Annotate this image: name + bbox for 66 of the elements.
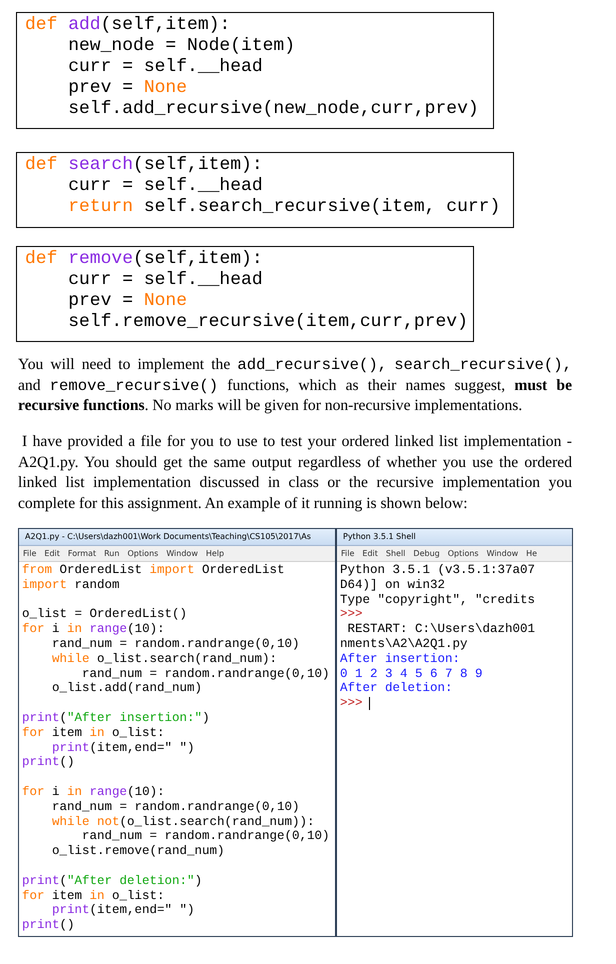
menu-item: Window [486, 548, 518, 560]
code-line: nments\A2\A2Q1.py [340, 636, 468, 652]
code-line: for i in range(10): [22, 784, 165, 800]
code-line: rand_num = random.randrange(0,10) [52, 800, 300, 815]
code-line: print() [22, 918, 75, 933]
code-line: print() [22, 755, 75, 770]
code-line: Type "copyright", "credits [340, 592, 536, 608]
menu-item: Shell [386, 548, 406, 560]
code-line: for i in range(10): [22, 622, 165, 637]
code-line: while not(o_list.search(rand_num)): [52, 814, 315, 830]
paragraph: I have provided a file for you to use to test your ordered linked list implementation - A2Q1.py. You should get the same output regardless of whether you use the ordered linked list implementation discussed in class or the recursive implementation you complete for this assignment. An example of it running is shown below: [18, 432, 572, 514]
code-line: print(item,end=" ") [52, 740, 195, 756]
code-line: curr = self.__head [68, 57, 263, 78]
menu-item: Window [166, 548, 198, 560]
code-line: prev = None [68, 291, 188, 312]
editor-window [18, 528, 336, 937]
code-line: def remove(self,item): [25, 249, 263, 270]
menu-item: Run [104, 548, 120, 560]
code-line: curr = self.__head [68, 270, 263, 291]
code-line: for item in o_list: [22, 726, 165, 741]
code-line: Python 3.5.1 (v3.5.1:37a07 [340, 563, 536, 578]
code-line: o_list.add(rand_num) [52, 681, 202, 696]
menu-item: Debug [413, 548, 440, 560]
window-title: A2Q1.py - C:\Users\dazh001\Work Documents\Teaching\CS105\2017\As [19, 529, 335, 546]
code-line: return self.search_recursive(item, curr) [68, 197, 500, 218]
code-box [16, 246, 474, 342]
code-line: for item in o_list: [22, 888, 165, 904]
menu-item: Help [206, 548, 224, 560]
code-line: After insertion: [340, 652, 460, 667]
shell-window [336, 528, 573, 937]
code-line: D64)] on win32 [340, 578, 446, 593]
code-line: def add(self,item): [25, 15, 230, 36]
code-box [16, 12, 494, 129]
code-line: print("After deletion:") [22, 874, 202, 889]
window-title: Python 3.5.1 Shell [337, 529, 572, 546]
menu-item: File [341, 548, 354, 560]
code-line: prev = None [68, 78, 188, 99]
code-line: import random [22, 578, 120, 593]
code-line: o_list.remove(rand_num) [52, 844, 225, 859]
code-line: def search(self,item): [25, 155, 263, 176]
code-line: rand_num = random.randrange(0,10) [82, 829, 330, 844]
menu-item: Format [68, 548, 96, 560]
menu-item: Options [448, 548, 479, 560]
code-line: self.remove_recursive(item,curr,prev) [68, 312, 468, 333]
menu-item: He [526, 548, 538, 560]
code-line: from OrderedList import OrderedList [22, 563, 285, 578]
code-line: RESTART: C:\Users\dazh001 [348, 622, 536, 637]
code-line: o_list = OrderedList() [22, 607, 188, 622]
menu-item: Edit [362, 548, 378, 560]
code-line: print("After insertion:") [22, 710, 210, 726]
code-line: curr = self.__head [68, 176, 263, 197]
code-line: new_node = Node(item) [68, 36, 296, 57]
code-line: print(item,end=" ") [52, 903, 195, 918]
code-line: >>> [340, 696, 363, 711]
code-line: self.add_recursive(new_node,curr,prev) [68, 99, 479, 120]
code-line: 0 1 2 3 4 5 6 7 8 9 [340, 666, 483, 682]
menu-item: Options [127, 548, 158, 560]
paragraph: You will need to implement the add_recursive(), search_recursive(), and remove_recursive() functions, which as their names suggest, must be recursive functions. No marks will be given for non-recursive implementations. [18, 355, 572, 416]
code-line: rand_num = random.randrange(0,10) [52, 636, 300, 652]
code-box [16, 152, 514, 228]
code-line: After deletion: [340, 681, 453, 696]
code-line: >>> [340, 607, 363, 622]
code-line: rand_num = random.randrange(0,10) [82, 666, 330, 682]
menu-item: File [23, 548, 36, 560]
menu-item: Edit [44, 548, 60, 560]
code-line: while o_list.search(rand_num): [52, 652, 278, 667]
